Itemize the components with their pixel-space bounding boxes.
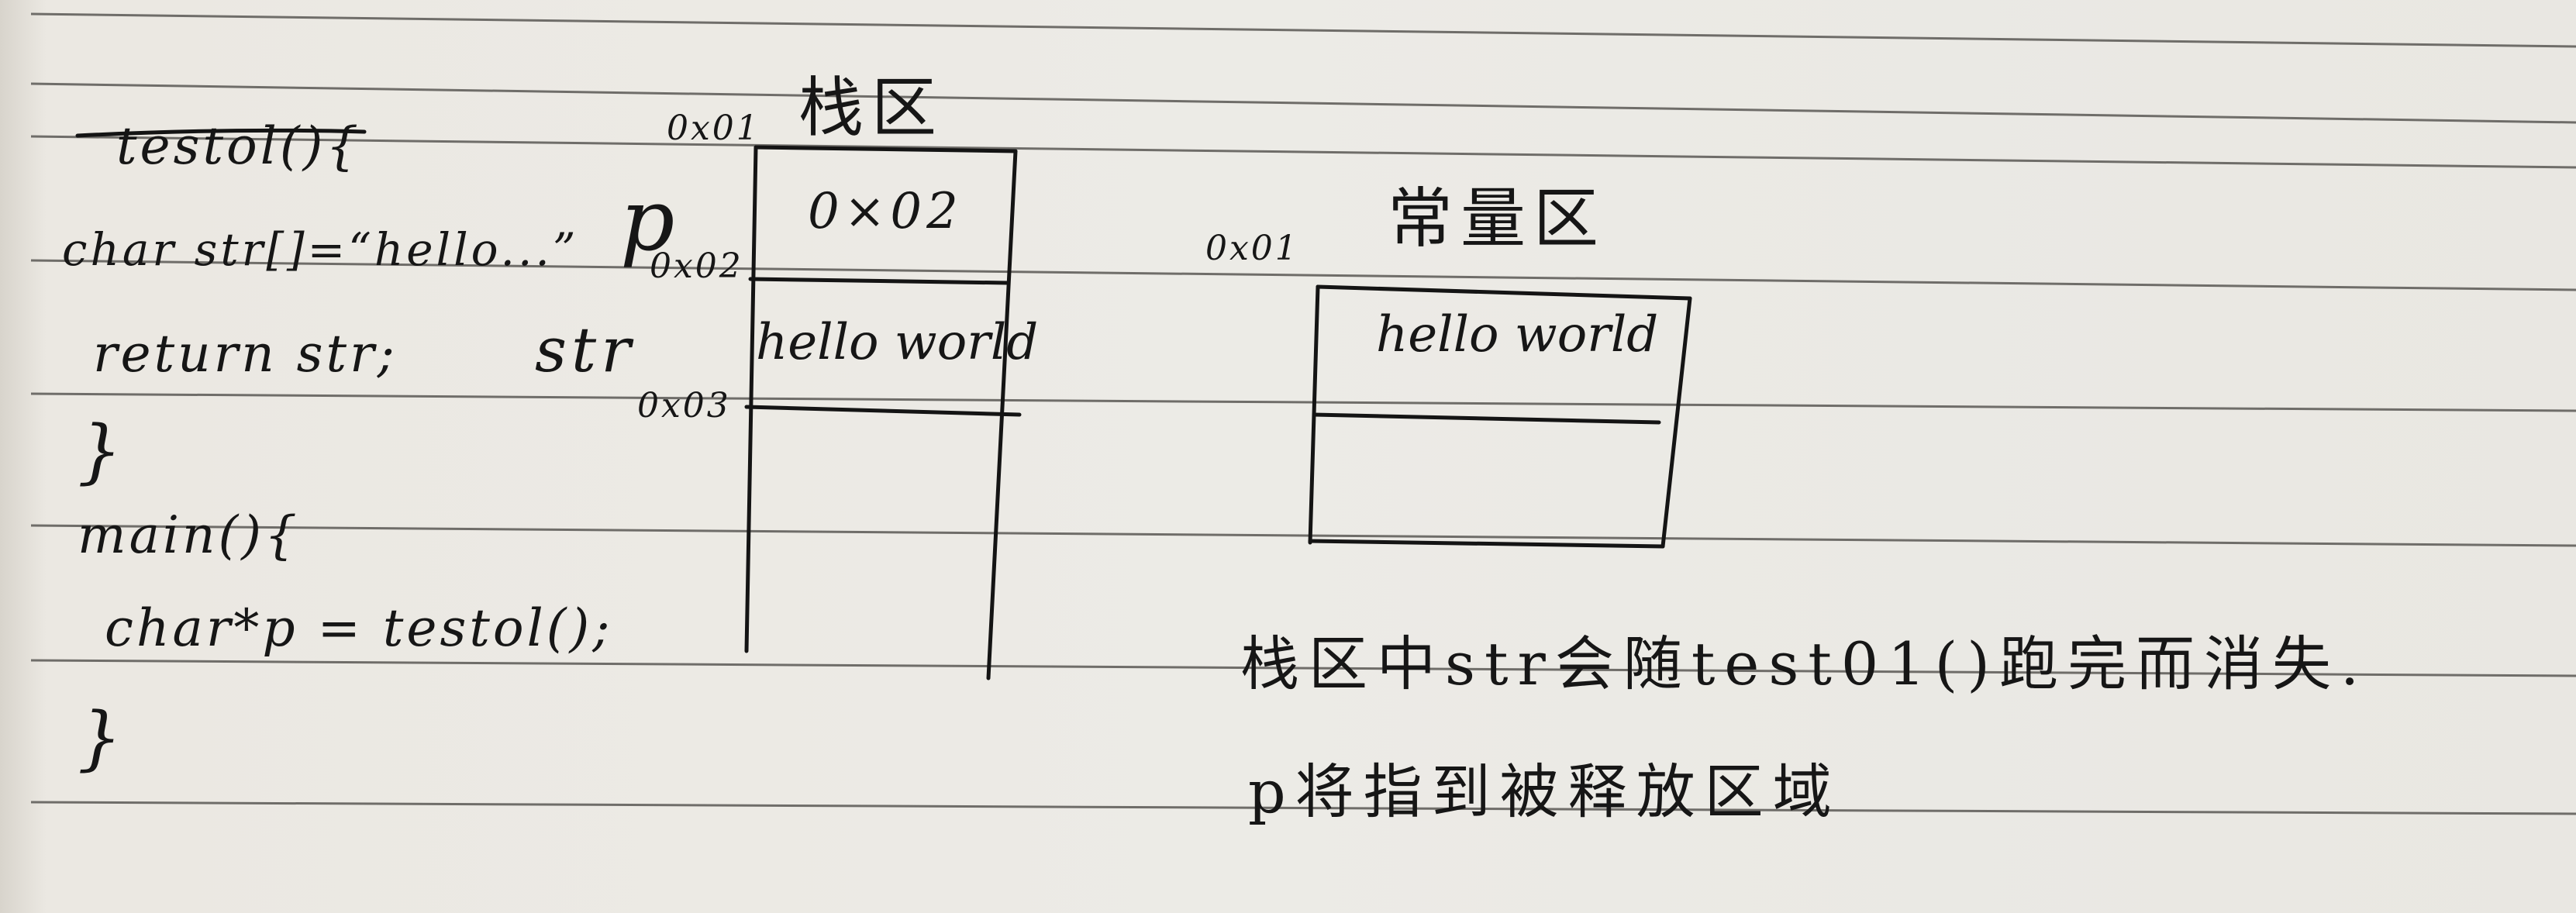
- code-line-close-brace-1: }: [78, 411, 126, 492]
- stack-p-address: 0x02: [650, 246, 743, 286]
- code-line-char-pointer: char*p = testol();: [105, 598, 613, 658]
- stack-cell-str-value: hello world: [756, 314, 1039, 371]
- code-line-close-brace-2: }: [78, 698, 126, 779]
- stack-memory-box: [744, 145, 1022, 680]
- constant-cell-value: hello world: [1376, 306, 1659, 363]
- code-line-char-array: char str[]=“hello...”: [62, 223, 579, 276]
- stack-var-str-label: str: [535, 314, 636, 386]
- stack-str-address: 0x03: [637, 386, 731, 425]
- code-line-main: main(){: [78, 505, 301, 565]
- code-line-return: return str;: [93, 324, 398, 384]
- code-line-test-func: testol(){: [116, 116, 362, 176]
- note-line-1: 栈区中str会随test01()跑完而消失.: [1240, 629, 2369, 698]
- constant-area-title: 常量区: [1388, 181, 1607, 257]
- note-line-2: p将指到被释放区域: [1248, 757, 1841, 826]
- stack-area-title: 栈区: [798, 70, 945, 146]
- code-marks: [75, 128, 367, 138]
- constant-address: 0x01: [1205, 229, 1299, 268]
- constant-memory-box: [1308, 284, 1692, 549]
- stack-var-p-label: p: [620, 171, 675, 270]
- stack-cell-p-value: 0×02: [808, 183, 963, 240]
- stack-top-address: 0x01: [667, 109, 760, 148]
